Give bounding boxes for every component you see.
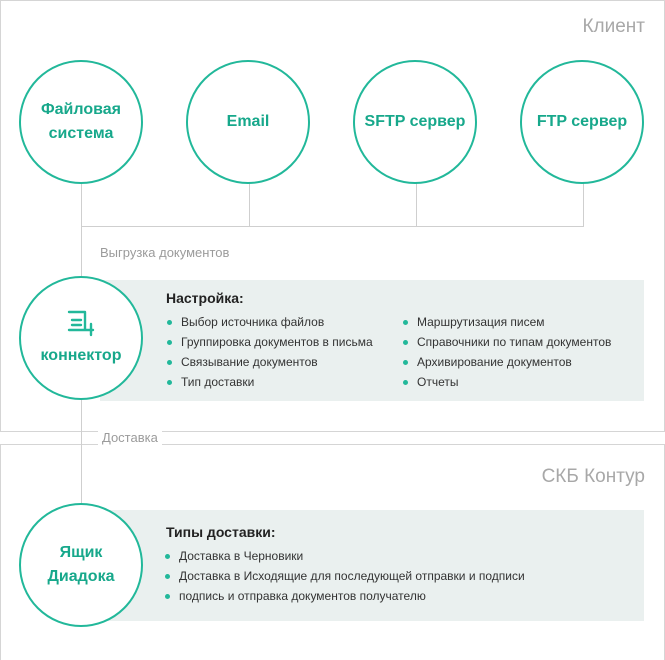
file-system-node[interactable]: Файловая система: [19, 60, 143, 184]
list-item: Выбор источника файлов: [166, 312, 373, 332]
email-label: Email: [226, 113, 270, 130]
diadoc-mailbox-label: Ящик Диадока: [47, 544, 115, 585]
delivery-types-title: Типы доставки:: [166, 524, 276, 540]
connector-node[interactable]: коннектор: [19, 276, 143, 400]
client-zone-title: Клиент: [582, 16, 645, 37]
kontur-zone-title: СКБ Контур: [541, 466, 645, 487]
delivery-types-list: Доставка в Черновики Доставка в Исходящи…: [164, 546, 525, 606]
email-node[interactable]: Email: [186, 60, 310, 184]
settings-list-col2: Маршрутизация писем Справочники по типам…: [402, 312, 611, 392]
sftp-label: SFTP сервер: [364, 113, 466, 130]
settings-panel: [100, 280, 644, 401]
list-item: Справочники по типам документов: [402, 332, 611, 352]
sftp-node[interactable]: SFTP сервер: [353, 60, 477, 184]
ftp-drop-line: [583, 180, 584, 226]
diadoc-mailbox-node[interactable]: Ящик Диадока: [19, 503, 143, 627]
list-item: Архивирование документов: [402, 352, 611, 372]
list-item: Тип доставки: [166, 372, 373, 392]
connector-label: коннектор: [40, 347, 122, 364]
list-item: Связывание документов: [166, 352, 373, 372]
email-drop-line: [249, 180, 250, 226]
settings-title: Настройка:: [166, 290, 244, 306]
settings-list-col1: Выбор источника файлов Группировка докум…: [166, 312, 373, 392]
delivery-label: Доставка: [98, 430, 162, 445]
connector-icon: [67, 310, 95, 337]
list-item: подпись и отправка документов получателю: [164, 586, 525, 606]
upload-label: Выгрузка документов: [96, 245, 234, 260]
source-bus-line: [81, 226, 584, 227]
ftp-node[interactable]: FTP сервер: [520, 60, 644, 184]
list-item: Группировка документов в письма: [166, 332, 373, 352]
list-item: Доставка в Черновики: [164, 546, 525, 566]
file-system-label: Файловая система: [41, 101, 121, 142]
list-item: Отчеты: [402, 372, 611, 392]
delivery-types-panel: [100, 510, 644, 621]
sftp-drop-line: [416, 180, 417, 226]
list-item: Доставка в Исходящие для последующей отп…: [164, 566, 525, 586]
list-item: Маршрутизация писем: [402, 312, 611, 332]
ftp-label: FTP сервер: [536, 113, 628, 130]
